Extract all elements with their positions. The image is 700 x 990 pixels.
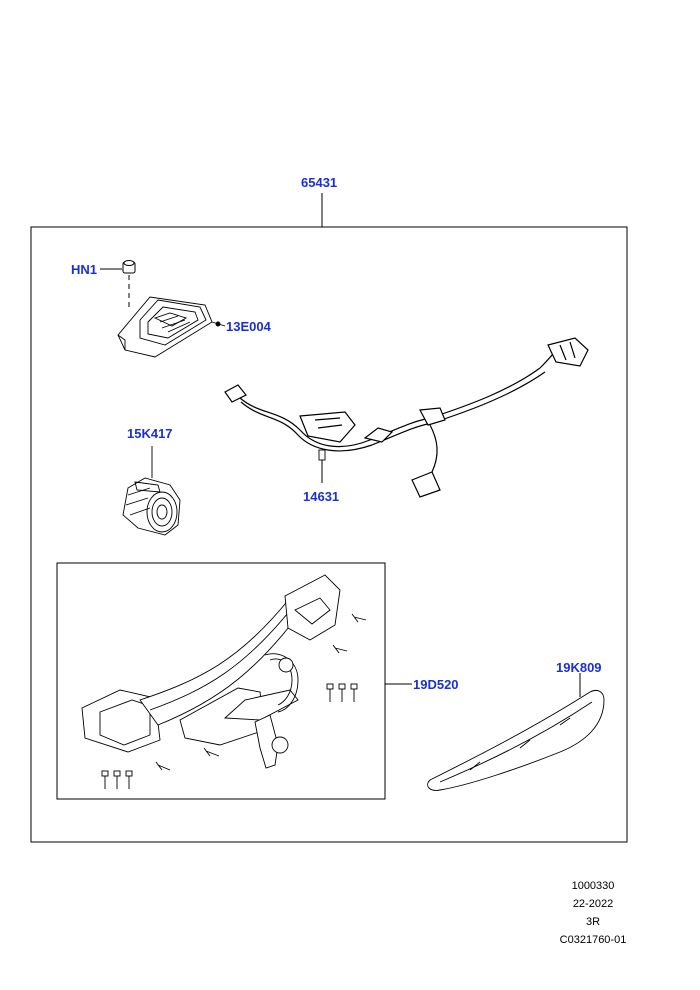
towbar-part: [81, 574, 412, 789]
meta-rev: 3R: [585, 916, 601, 928]
meta-ref: 1000330: [571, 880, 615, 892]
callout-nut[interactable]: HN1: [71, 262, 98, 277]
callout-cover[interactable]: 19K809: [556, 660, 602, 675]
nut-part: [100, 260, 136, 310]
harness-part: [224, 337, 589, 498]
towbar-frame: [56, 562, 386, 800]
callout-assembly[interactable]: 65431: [301, 175, 338, 190]
callout-socket[interactable]: 15K417: [127, 426, 173, 441]
module-part: [117, 296, 226, 358]
callout-harness[interactable]: 14631: [303, 489, 340, 504]
meta-code: C0321760-01: [559, 934, 627, 946]
callout-towbar[interactable]: 19D520: [413, 677, 459, 692]
callout-module[interactable]: 13E004: [226, 319, 271, 334]
cover-part: [427, 673, 605, 791]
assembly-frame: [30, 226, 628, 843]
socket-part: [122, 446, 181, 536]
meta-date: 22-2022: [572, 898, 614, 910]
bolt-group: [101, 613, 367, 789]
